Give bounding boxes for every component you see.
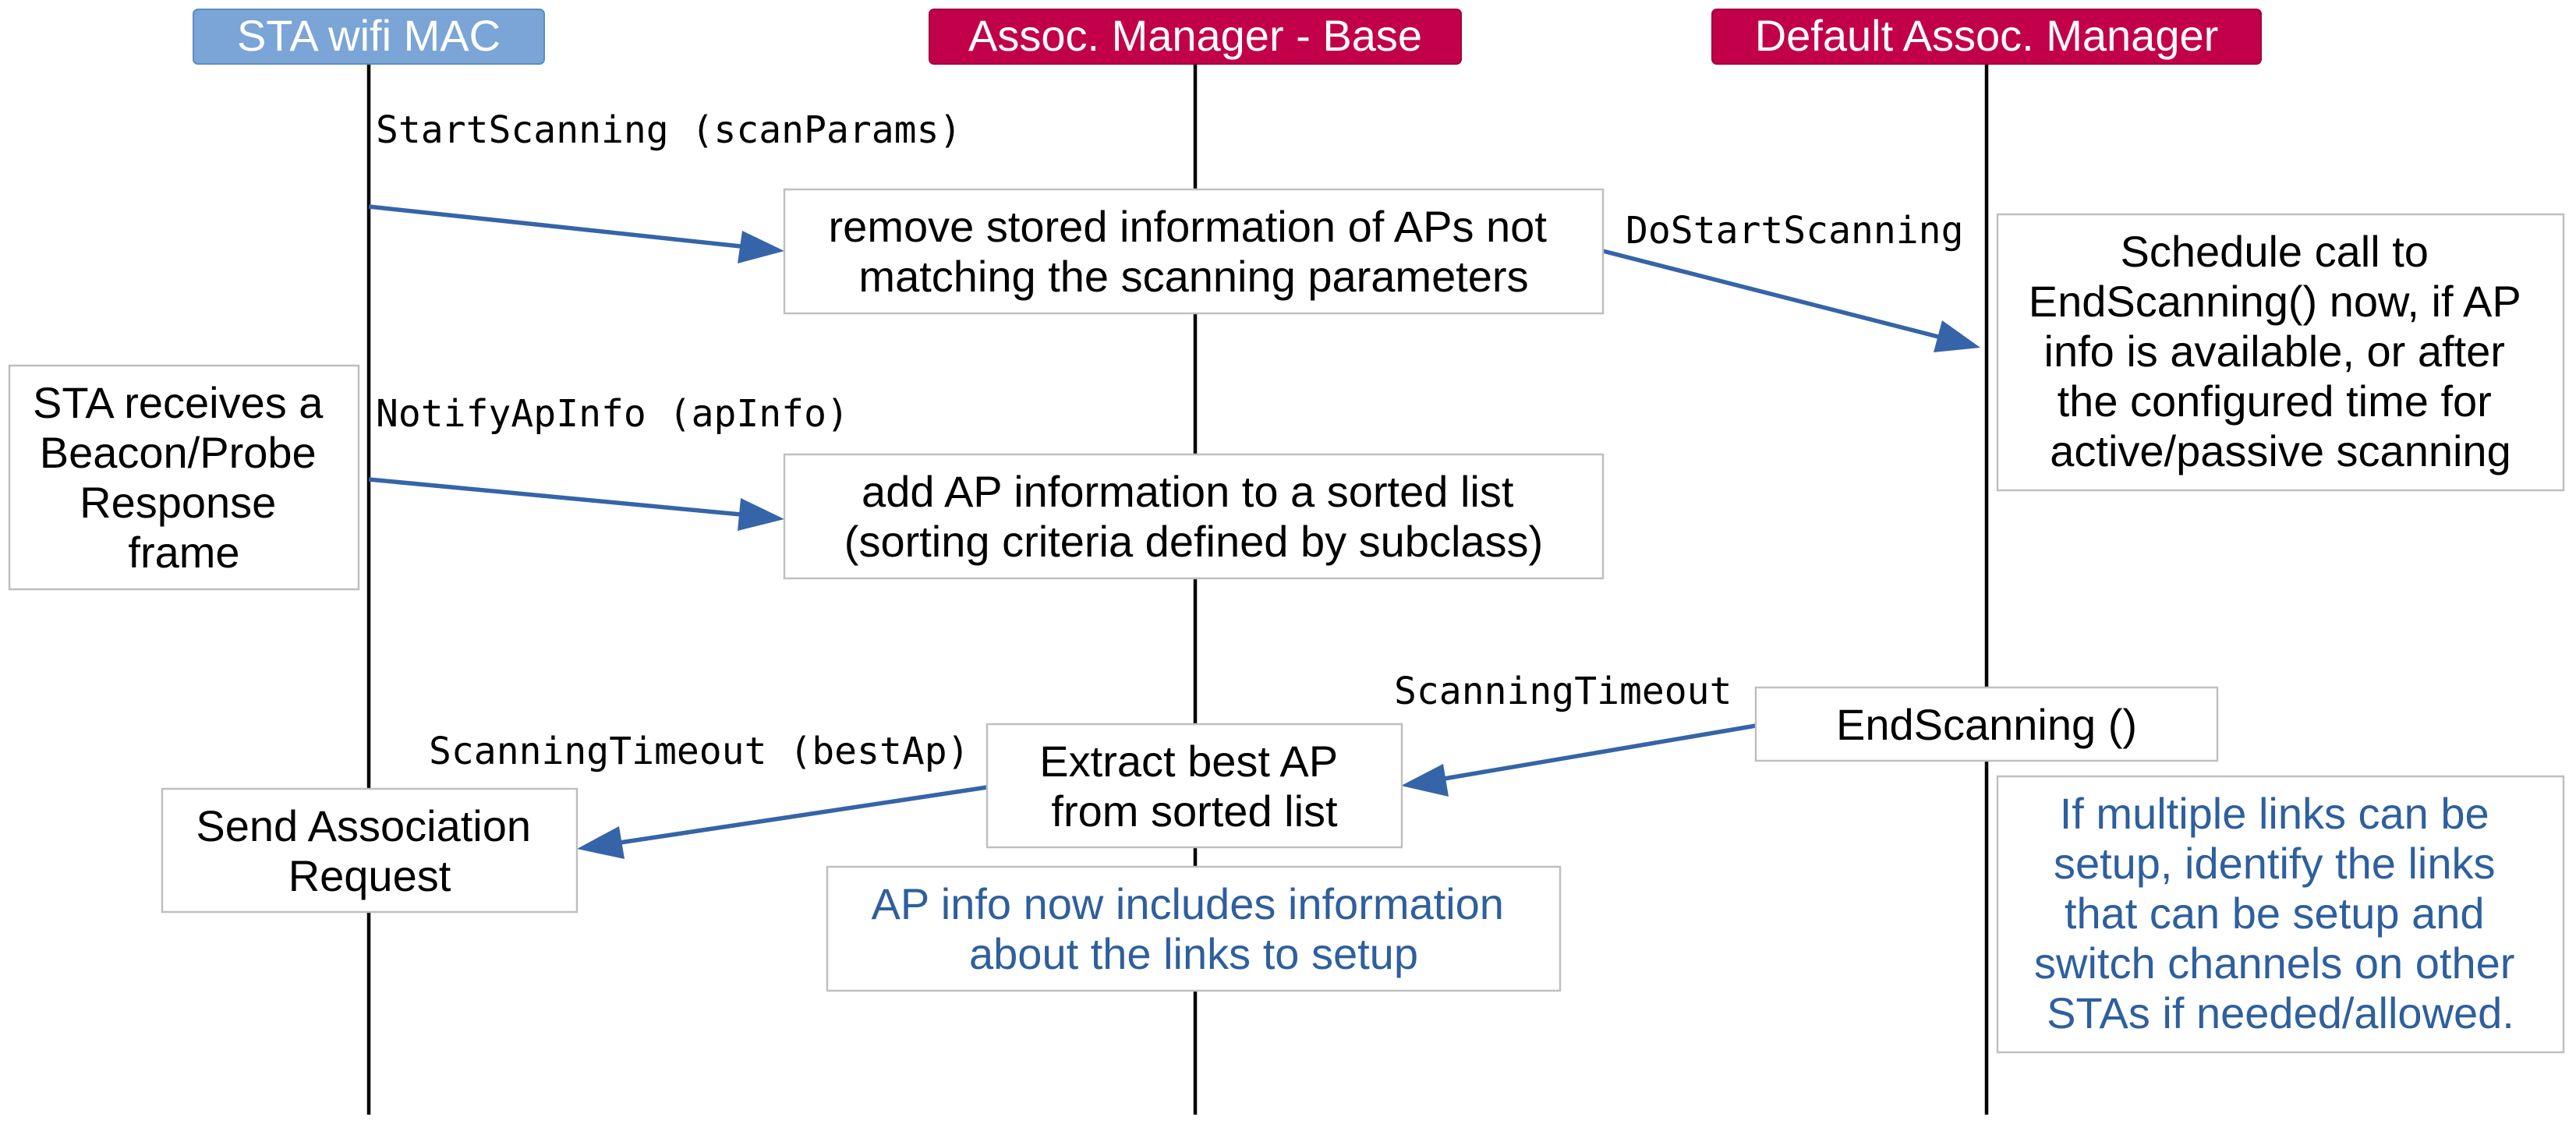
box-remove-stored: remove stored information of APs not mat…	[783, 188, 1605, 315]
box-extract-best-text: Extract best AP from sorted list	[1039, 737, 1349, 836]
box-add-ap-info: add AP information to a sorted list (sor…	[783, 453, 1605, 580]
box-remove-stored-text: remove stored information of APs not mat…	[829, 202, 1559, 301]
note-ap-info-links-text: AP info now includes information about t…	[872, 879, 1516, 978]
arrow-scanning-timeout-best-ap	[577, 785, 988, 859]
arrow-do-start-scanning	[1602, 249, 1980, 352]
header-base: Assoc. Manager - Base	[929, 9, 1462, 65]
box-sta-receives-text: STA receives a Beacon/Probe Response fra…	[33, 378, 335, 577]
msg-do-start-scanning: DoStartScanning	[1626, 209, 1963, 253]
note-multiple-links: If multiple links can be setup, identify…	[1996, 775, 2565, 1054]
msg-scanning-timeout: ScanningTimeout	[1394, 670, 1732, 713]
box-schedule-call-text: Schedule call to EndScanning() now, if A…	[2029, 227, 2533, 475]
box-send-assoc: Send Association Request	[161, 787, 579, 914]
header-sta-label: STA wifi MAC	[237, 11, 501, 60]
msg-notify-ap-info: NotifyApInfo (apInfo)	[376, 392, 849, 436]
box-add-ap-info-text: add AP information to a sorted list (sor…	[844, 467, 1543, 566]
box-sta-receives: STA receives a Beacon/Probe Response fra…	[8, 364, 360, 591]
box-end-scanning-text: EndScanning ()	[1836, 700, 2137, 749]
header-base-label: Assoc. Manager - Base	[968, 11, 1422, 60]
box-send-assoc-text: Send Association Request	[196, 801, 543, 900]
header-default-label: Default Assoc. Manager	[1755, 11, 2219, 60]
msg-scanning-timeout-best-ap: ScanningTimeout (bestAp)	[429, 730, 970, 773]
box-schedule-call: Schedule call to EndScanning() now, if A…	[1996, 213, 2565, 492]
note-ap-info-links: AP info now includes information about t…	[826, 865, 1562, 992]
msg-start-scanning: StartScanning (scanParams)	[376, 108, 961, 152]
header-sta: STA wifi MAC	[193, 9, 545, 65]
arrow-notify-ap-info	[368, 477, 784, 531]
note-multiple-links-text: If multiple links can be setup, identify…	[2034, 789, 2527, 1037]
arrow-start-scanning	[368, 204, 784, 263]
box-end-scanning: EndScanning ()	[1754, 686, 2219, 762]
header-default: Default Assoc. Manager	[1711, 9, 2262, 65]
arrow-scanning-timeout	[1401, 723, 1757, 797]
box-extract-best: Extract best AP from sorted list	[985, 723, 1403, 849]
